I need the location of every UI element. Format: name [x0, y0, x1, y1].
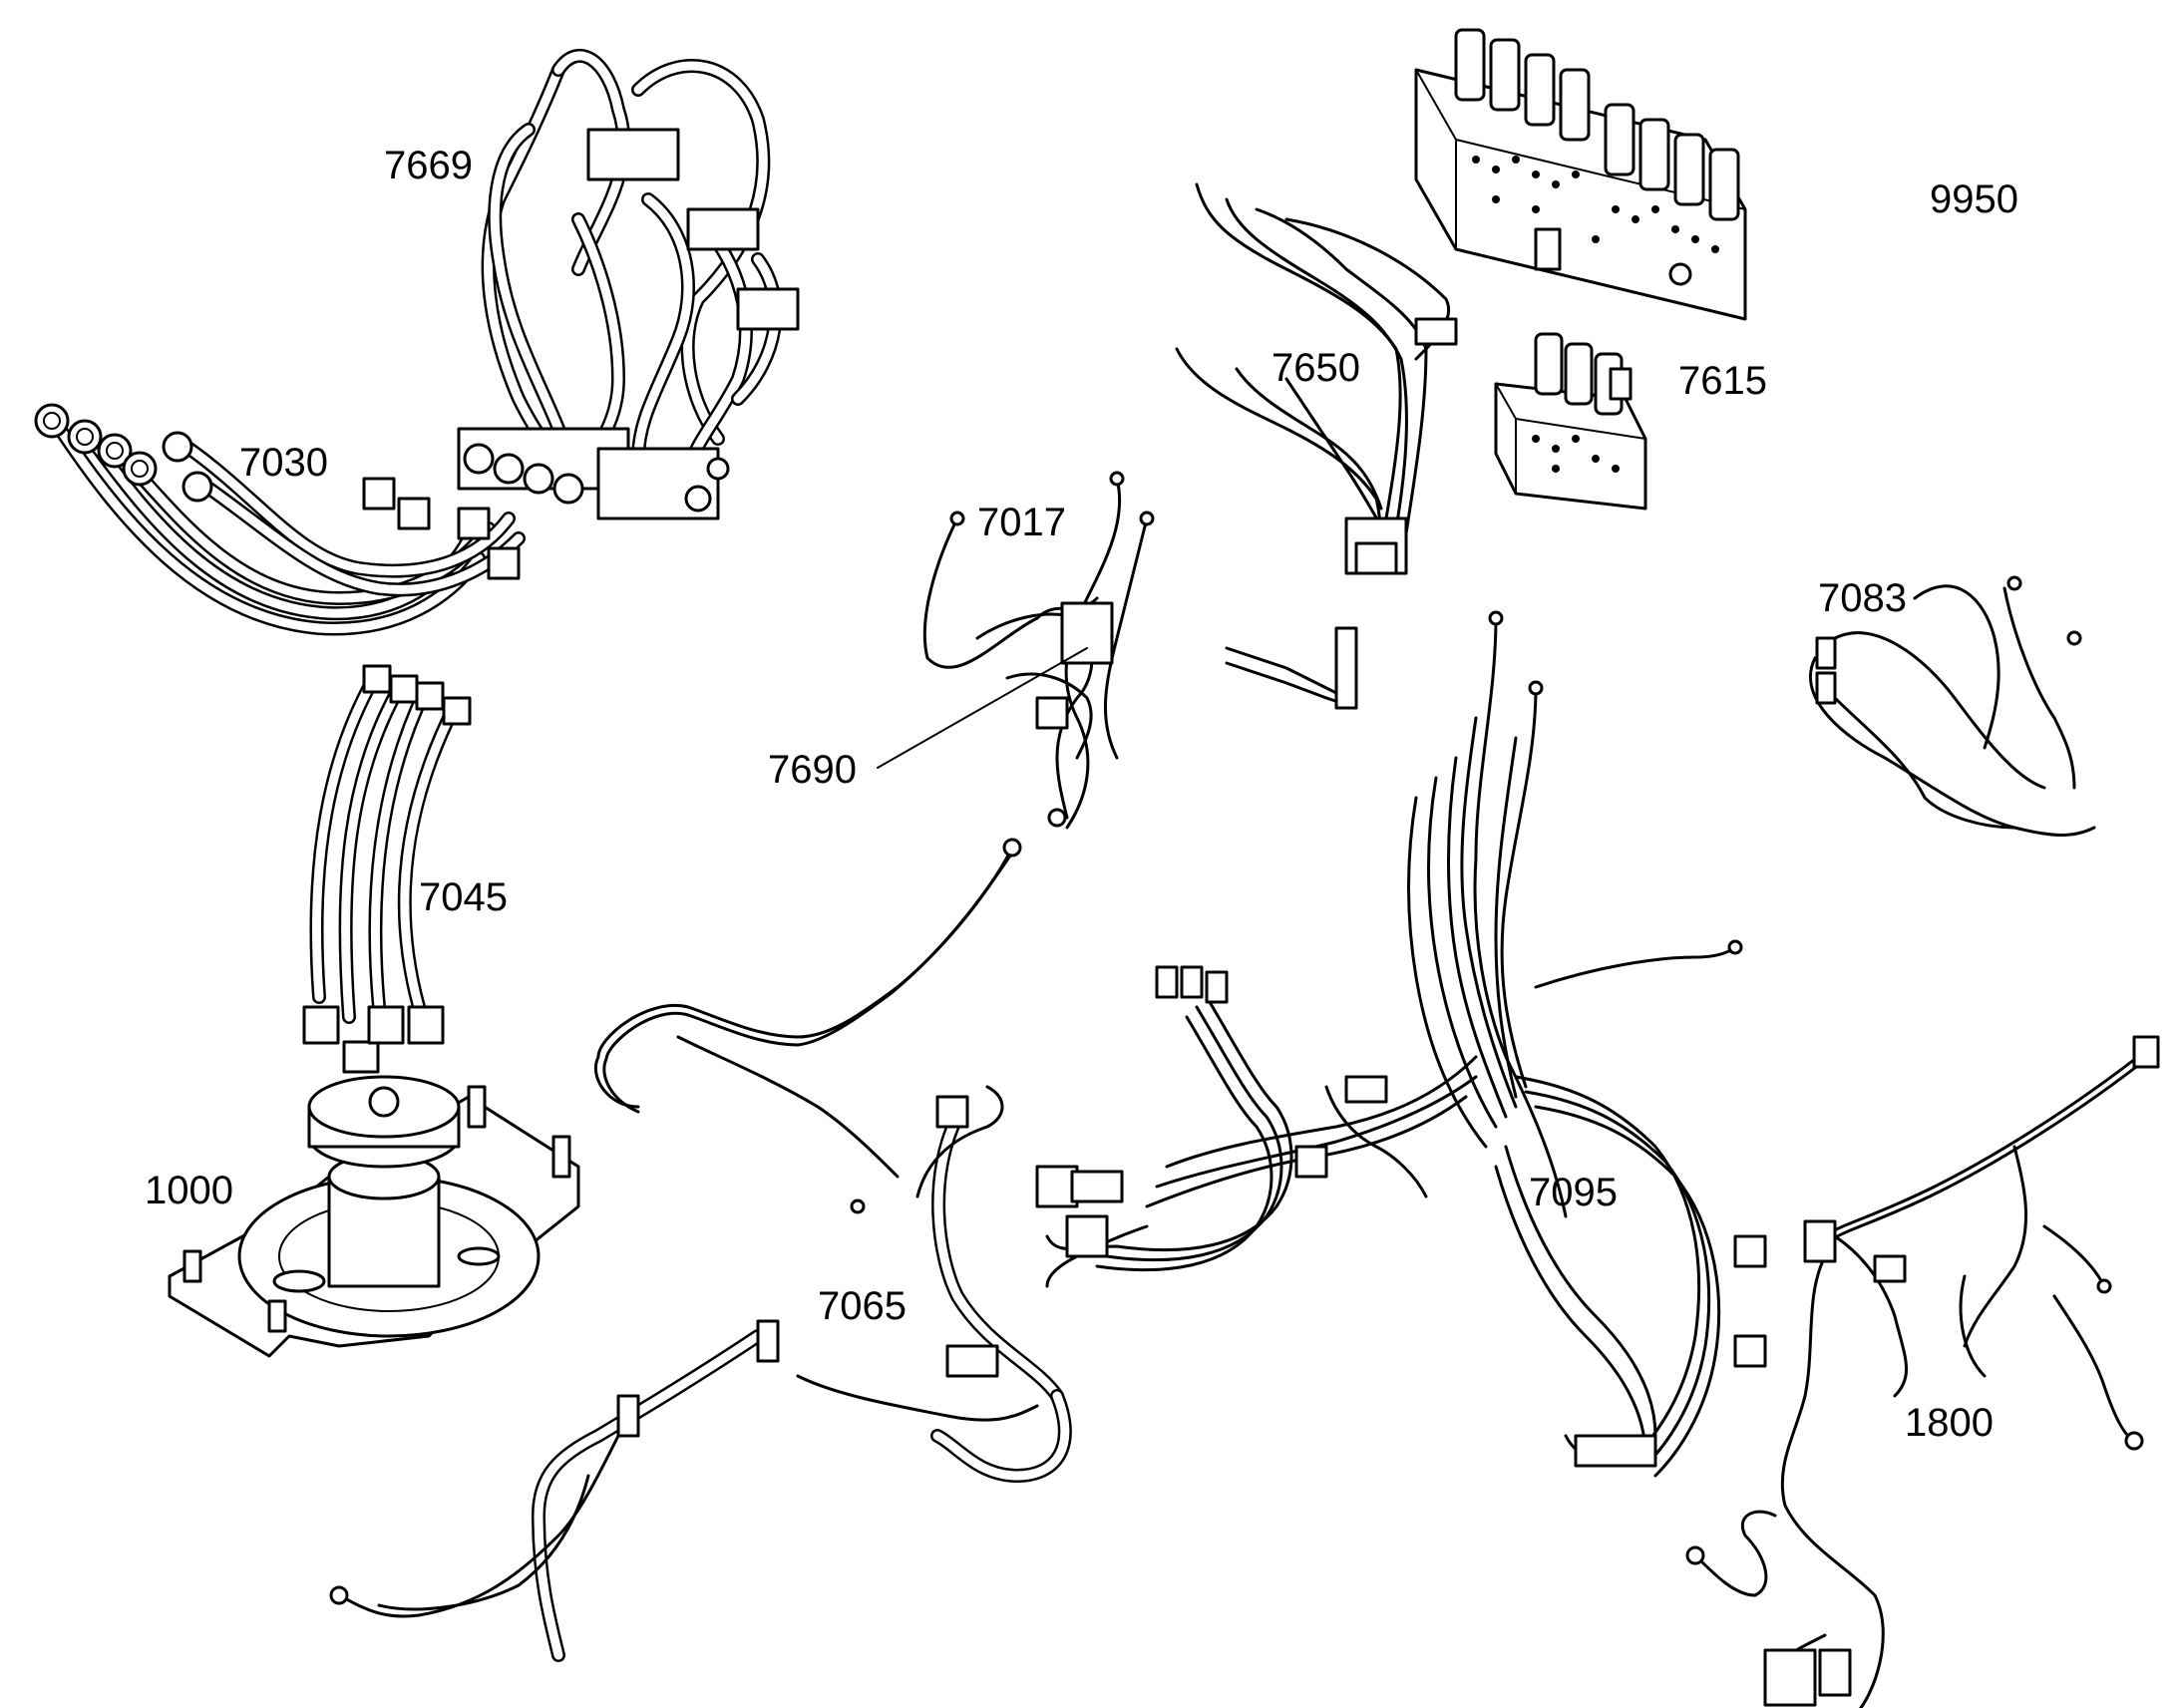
hose-set-7030[interactable]	[34, 403, 526, 636]
hose-set-7045[interactable]	[302, 664, 472, 1074]
label-7030: 7030	[239, 441, 328, 485]
pipe-harness-7650[interactable]	[1175, 182, 1458, 575]
label-7017: 7017	[977, 501, 1066, 544]
electrical-harness-1800[interactable]	[1685, 1035, 2160, 1708]
label-1000: 1000	[145, 1169, 233, 1212]
valve-block-7615[interactable]	[1494, 332, 1647, 511]
swivel-base-1000[interactable]	[168, 1075, 580, 1358]
label-7669: 7669	[384, 144, 473, 187]
label-7045: 7045	[419, 875, 508, 919]
harness-7017[interactable]	[922, 471, 1155, 830]
label-7083: 7083	[1818, 576, 1907, 620]
label-7690: 7690	[768, 748, 857, 792]
hose-set-7065[interactable]	[329, 838, 1072, 1662]
label-7065: 7065	[818, 1284, 907, 1328]
label-9950: 9950	[1930, 177, 2018, 221]
harness-7083[interactable]	[1808, 575, 2096, 837]
valve-block-9950[interactable]	[1414, 28, 1747, 321]
pipe-bracket[interactable]	[1225, 626, 1358, 710]
label-7650: 7650	[1272, 346, 1360, 390]
label-1800: 1800	[1905, 1401, 1994, 1445]
hose-bundle-7669[interactable]	[457, 48, 800, 520]
label-7615: 7615	[1678, 359, 1767, 403]
label-7095: 7095	[1529, 1171, 1618, 1214]
leader-line-7690	[877, 647, 1088, 769]
wiring-harness-7095[interactable]	[1035, 610, 1743, 1478]
part-labels: 9950 7669 7030 7650 7615 7017 7083 7690 …	[145, 144, 2018, 1445]
